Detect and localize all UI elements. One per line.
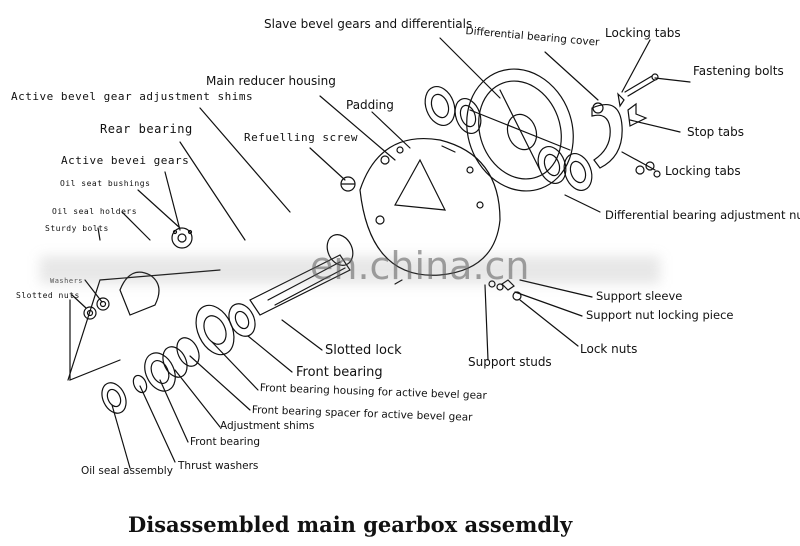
label-main-reducer-housing: Main reducer housing	[206, 74, 336, 88]
locking-tab-small	[636, 162, 660, 177]
main-reducer-housing	[360, 139, 500, 276]
label-active-bevel-gears: Active bevei gears	[61, 154, 190, 167]
differential-bearings	[420, 82, 485, 137]
oil-seal-holder-flange	[120, 228, 192, 315]
label-support-nut-locking-piece: Support nut locking piece	[586, 308, 734, 322]
label-locking-tabs-top: Locking tabs	[605, 26, 681, 40]
leader-lines	[67, 38, 690, 468]
label-adjustment-shims: Adjustment shims	[220, 420, 315, 432]
stop-tab	[628, 104, 646, 126]
front-bearing-housing	[189, 299, 260, 360]
label-stop-tabs: Stop tabs	[687, 125, 745, 139]
support-studs	[489, 280, 521, 300]
oil-seal-assembly	[97, 379, 130, 417]
label-padding: Padding	[346, 98, 394, 112]
diagram-title: Disassembled main gearbox assemdly	[128, 512, 573, 537]
label-slave-bevel-gears: Slave bevel gears and differentials	[264, 17, 473, 31]
label-support-sleeve: Support sleeve	[596, 289, 683, 303]
watermark-blur-band	[40, 256, 660, 284]
fastening-bolt	[618, 74, 658, 106]
label-washers: Washers	[50, 277, 84, 285]
label-slotted-lock: Slotted lock	[325, 343, 402, 358]
label-rear-bearing: Rear bearing	[100, 122, 193, 136]
watermark: en.china.cn	[310, 244, 530, 288]
label-locking-tabs-right: Locking tabs	[665, 164, 741, 178]
label-lock-nuts: Lock nuts	[580, 342, 638, 356]
differential-ring-gear	[450, 54, 590, 206]
label-refuelling-screw: Refuelling screw	[244, 131, 358, 144]
bearing-cover-cap	[592, 103, 622, 168]
adjustment-nut-bearing	[533, 143, 596, 195]
label-thrust-washers: Thrust washers	[178, 460, 259, 472]
front-bearing-stack	[139, 334, 204, 396]
label-support-studs: Support studs	[468, 355, 552, 369]
label-fastening-bolts: Fastening bolts	[693, 64, 784, 78]
label-front-bearing-lower: Front bearing	[190, 436, 261, 448]
label-oil-seat-bushings: Oil seat bushings	[60, 179, 151, 188]
label-oil-seal-holders: Oil seal holders	[52, 207, 138, 216]
thrust-washer	[131, 373, 149, 394]
label-active-bevel-gear-shims: Active bevel gear adjustment shims	[11, 90, 254, 103]
refuelling-screw	[341, 177, 355, 191]
label-oil-seal-assembly: Oil seal assembly	[81, 465, 173, 477]
label-front-bearing-upper: Front bearing	[296, 365, 383, 380]
small-bolts	[395, 146, 455, 284]
label-sturdy-bolts: Sturdy bolts	[45, 224, 109, 233]
label-differential-bearing-adjustment-nut: Differential bearing adjustment nut	[605, 208, 800, 222]
active-bevel-gear-shaft	[250, 230, 358, 315]
label-slotted-nuts: Slotted nuts	[16, 291, 80, 300]
slotted-nut-washer	[84, 298, 109, 319]
